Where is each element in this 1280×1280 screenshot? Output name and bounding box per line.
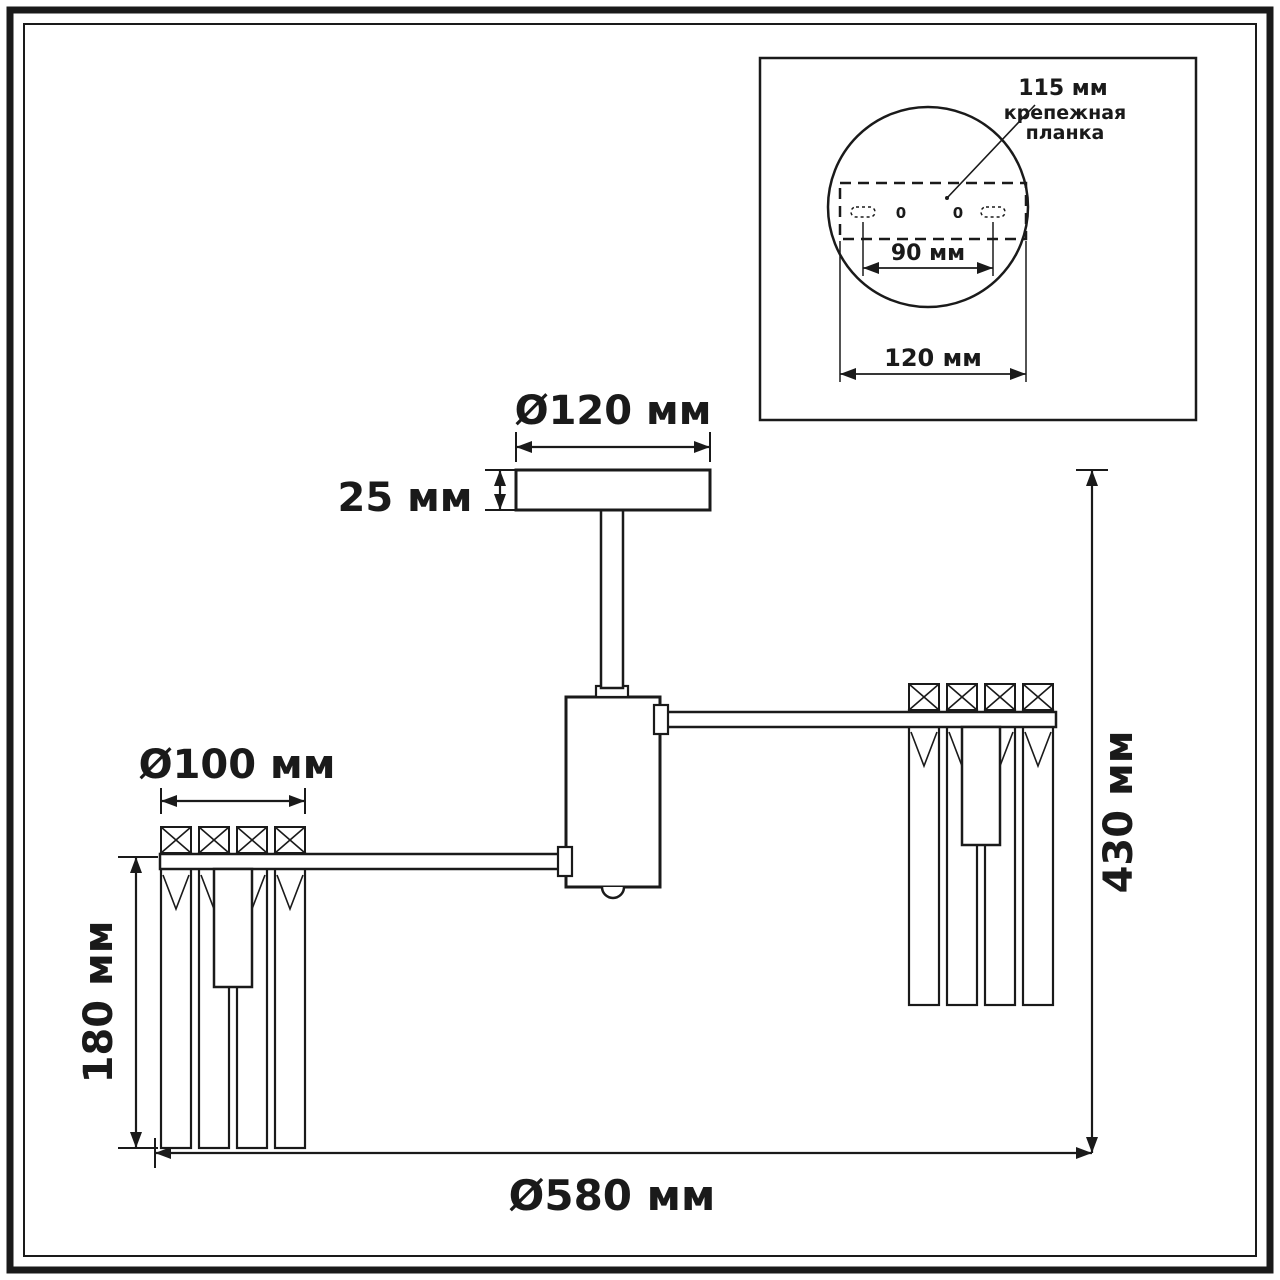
- central-body: [564, 695, 662, 889]
- canopy-height-label: 25 мм: [338, 475, 473, 521]
- dim-canopy-height: 25 мм: [338, 469, 518, 521]
- right-arm-bracket: [652, 703, 670, 736]
- plate-length-label: 115 мм: [1018, 76, 1108, 101]
- dim-holes-spacing: 90 мм: [862, 222, 994, 276]
- crystal-height-label: 180 мм: [76, 921, 122, 1084]
- crystal-diameter-label: Ø100 мм: [139, 742, 336, 788]
- plate-name-line2: планка: [1026, 122, 1105, 144]
- crystal-cap: [274, 826, 306, 854]
- mount-slot-right: [980, 206, 1006, 218]
- stem: [599, 508, 625, 690]
- left-crystal-caps: [160, 826, 306, 854]
- body-bottom-knob: [600, 886, 626, 900]
- plate-leader-dot: [945, 196, 949, 200]
- crystal-bar: [1021, 708, 1055, 1007]
- holes-spacing-label: 90 мм: [891, 241, 965, 266]
- dim-canopy-diameter: Ø120 мм: [515, 388, 712, 462]
- mount-slot-left: [850, 206, 876, 218]
- plate-name-line1: крепежная: [1004, 102, 1126, 124]
- crystal-bar: [159, 851, 193, 1150]
- dim-total-height: 430 мм: [1076, 469, 1142, 1153]
- crystal-cap: [160, 826, 192, 854]
- crystal-cap: [908, 683, 940, 711]
- mounting-inset: 0 0 115 мм крепежная планка 90 мм 120 мм: [758, 56, 1198, 422]
- crystal-bar: [907, 708, 941, 1007]
- crystal-cap: [1022, 683, 1054, 711]
- total-height-label: 430 мм: [1096, 731, 1142, 894]
- ceiling-base-circle: [826, 105, 1030, 309]
- canopy-diameter-label: Ø120 мм: [515, 388, 712, 434]
- crystal-cap: [236, 826, 268, 854]
- base-width-label: 120 мм: [884, 344, 982, 372]
- crystal-cap: [984, 683, 1016, 711]
- plate-leader-line: [946, 104, 1036, 199]
- right-arm: [658, 710, 1058, 729]
- inset-border: [758, 56, 1198, 422]
- dim-base-width: 120 мм: [839, 241, 1027, 382]
- crystal-cap: [198, 826, 230, 854]
- hole-mark-right: 0: [953, 204, 963, 222]
- right-crystal-caps: [908, 683, 1054, 711]
- inner-frame: [23, 23, 1257, 1257]
- right-lamp-tube: [960, 725, 1002, 847]
- ceiling-canopy: [514, 468, 712, 512]
- total-width-label: Ø580 мм: [509, 1171, 716, 1220]
- left-arm: [158, 852, 568, 871]
- dim-crystal-diameter: Ø100 мм: [139, 742, 336, 814]
- left-arm-bracket: [556, 845, 574, 878]
- outer-frame: [6, 6, 1274, 1274]
- mounting-plate-dashed: [838, 181, 1028, 241]
- crystal-bar: [273, 851, 307, 1150]
- left-lamp-tube: [212, 867, 254, 989]
- dim-total-width: Ø580 мм: [154, 1138, 1092, 1220]
- dim-crystal-height: 180 мм: [76, 856, 158, 1149]
- crystal-cap: [946, 683, 978, 711]
- hole-mark-left: 0: [896, 204, 906, 222]
